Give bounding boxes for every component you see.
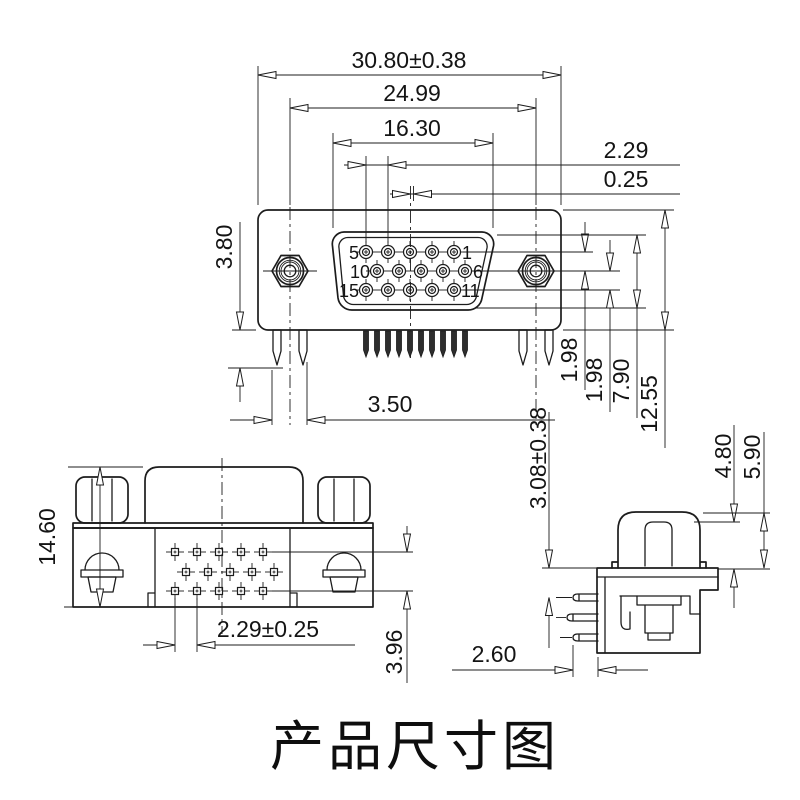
dim-center-offset-label: 0.25 bbox=[604, 166, 649, 192]
dim-screw-span: 24.99 bbox=[289, 80, 537, 205]
dim-row-gap-top: 1.98 bbox=[463, 222, 620, 390]
pin-number-6: 6 bbox=[473, 262, 483, 282]
dim-row-gap-top-label: 1.98 bbox=[556, 338, 582, 383]
side-body bbox=[556, 511, 719, 654]
dim-pin-pitch: 2.29 bbox=[344, 137, 680, 243]
dim-rear-pitch-label: 2.29±0.25 bbox=[217, 616, 319, 642]
dim-leg-length: 3.80 bbox=[211, 222, 283, 402]
d-shroud-outer bbox=[331, 231, 495, 311]
dim-leg-width: 3.50 bbox=[230, 362, 555, 425]
drawing-title: 产品尺寸图 bbox=[270, 717, 560, 777]
dim-row-gap-bottom: 1.98 bbox=[463, 240, 620, 412]
dim-shroud-height: 7.90 bbox=[476, 234, 646, 418]
dim-shroud-width-label: 16.30 bbox=[383, 115, 441, 141]
pin-number-10: 10 bbox=[350, 262, 370, 282]
dim-rear-pitch: 2.29±0.25 bbox=[143, 598, 355, 652]
dim-row-gap-bottom-label: 1.98 bbox=[581, 358, 607, 403]
pin-number-5: 5 bbox=[349, 243, 359, 263]
dim-rear-row-span: 3.96 bbox=[272, 526, 413, 683]
clip-left bbox=[80, 552, 124, 593]
dim-overall-width-label: 30.80±0.38 bbox=[352, 47, 467, 73]
centerlines bbox=[263, 186, 537, 425]
dim-pin-protrusion: 2.60 bbox=[452, 641, 648, 677]
board-lock-right bbox=[518, 329, 554, 366]
dim-pin-protrusion-label: 2.60 bbox=[472, 641, 517, 667]
board-lock-left bbox=[272, 329, 308, 366]
d-shroud-inner bbox=[338, 236, 488, 306]
contacts-front bbox=[354, 240, 477, 302]
shell-side bbox=[596, 567, 719, 654]
shell-outline bbox=[257, 209, 562, 331]
pin-number-11: 11 bbox=[461, 281, 480, 301]
side-pins bbox=[556, 593, 599, 642]
hex-nut-right bbox=[317, 476, 371, 524]
pin-number-15: 15 bbox=[339, 281, 359, 301]
insulator-housing bbox=[144, 466, 304, 524]
dim-nut-to-body-label: 5.90 bbox=[739, 435, 765, 480]
dim-rear-height: 14.60 bbox=[34, 466, 143, 608]
rear-body bbox=[72, 466, 374, 608]
rear-view: 14.60 3.96 2.29±0.25 bbox=[34, 458, 413, 683]
dim-center-offset: 0.25 bbox=[390, 166, 680, 201]
dim-rear-height-label: 14.60 bbox=[34, 508, 60, 566]
dim-body-height-label: 12.55 bbox=[636, 375, 662, 433]
internal-screw bbox=[619, 595, 701, 641]
dim-shoulder-to-body: 4.80 bbox=[694, 425, 740, 608]
dim-shoulder-to-body-label: 4.80 bbox=[710, 434, 736, 479]
dim-top-to-pin-label: 3.08±0.38 bbox=[525, 407, 551, 509]
dim-overall-width: 30.80±0.38 bbox=[257, 47, 562, 205]
solder-cups-rear bbox=[165, 542, 284, 601]
hex-nut-side bbox=[611, 511, 707, 569]
dim-shroud-height-label: 7.90 bbox=[608, 359, 634, 404]
dim-screw-span-label: 24.99 bbox=[383, 80, 441, 106]
dim-rear-row-span-label: 3.96 bbox=[381, 630, 407, 675]
pin-number-1: 1 bbox=[462, 243, 472, 263]
dim-body-height: 12.55 bbox=[563, 209, 674, 448]
front-view: 30.80±0.38 24.99 16.30 2.29 bbox=[211, 47, 680, 448]
pin-numbers: 5 1 10 6 15 11 bbox=[339, 243, 483, 301]
dim-nut-to-body: 5.90 bbox=[703, 432, 770, 570]
jackscrew-right bbox=[517, 254, 555, 288]
solder-pins-front bbox=[363, 330, 468, 358]
clip-right bbox=[322, 552, 366, 593]
connector-body-front: 5 1 10 6 15 11 bbox=[257, 209, 562, 366]
dim-top-to-pin: 3.08±0.38 bbox=[525, 407, 597, 648]
dim-leg-width-label: 3.50 bbox=[368, 391, 413, 417]
side-view: 3.08±0.38 4.80 5.90 2.60 bbox=[452, 407, 770, 677]
jackscrew-left bbox=[271, 254, 309, 288]
dim-shroud-width: 16.30 bbox=[332, 115, 494, 228]
dim-leg-length-label: 3.80 bbox=[211, 225, 237, 270]
dim-pin-pitch-label: 2.29 bbox=[604, 137, 649, 163]
